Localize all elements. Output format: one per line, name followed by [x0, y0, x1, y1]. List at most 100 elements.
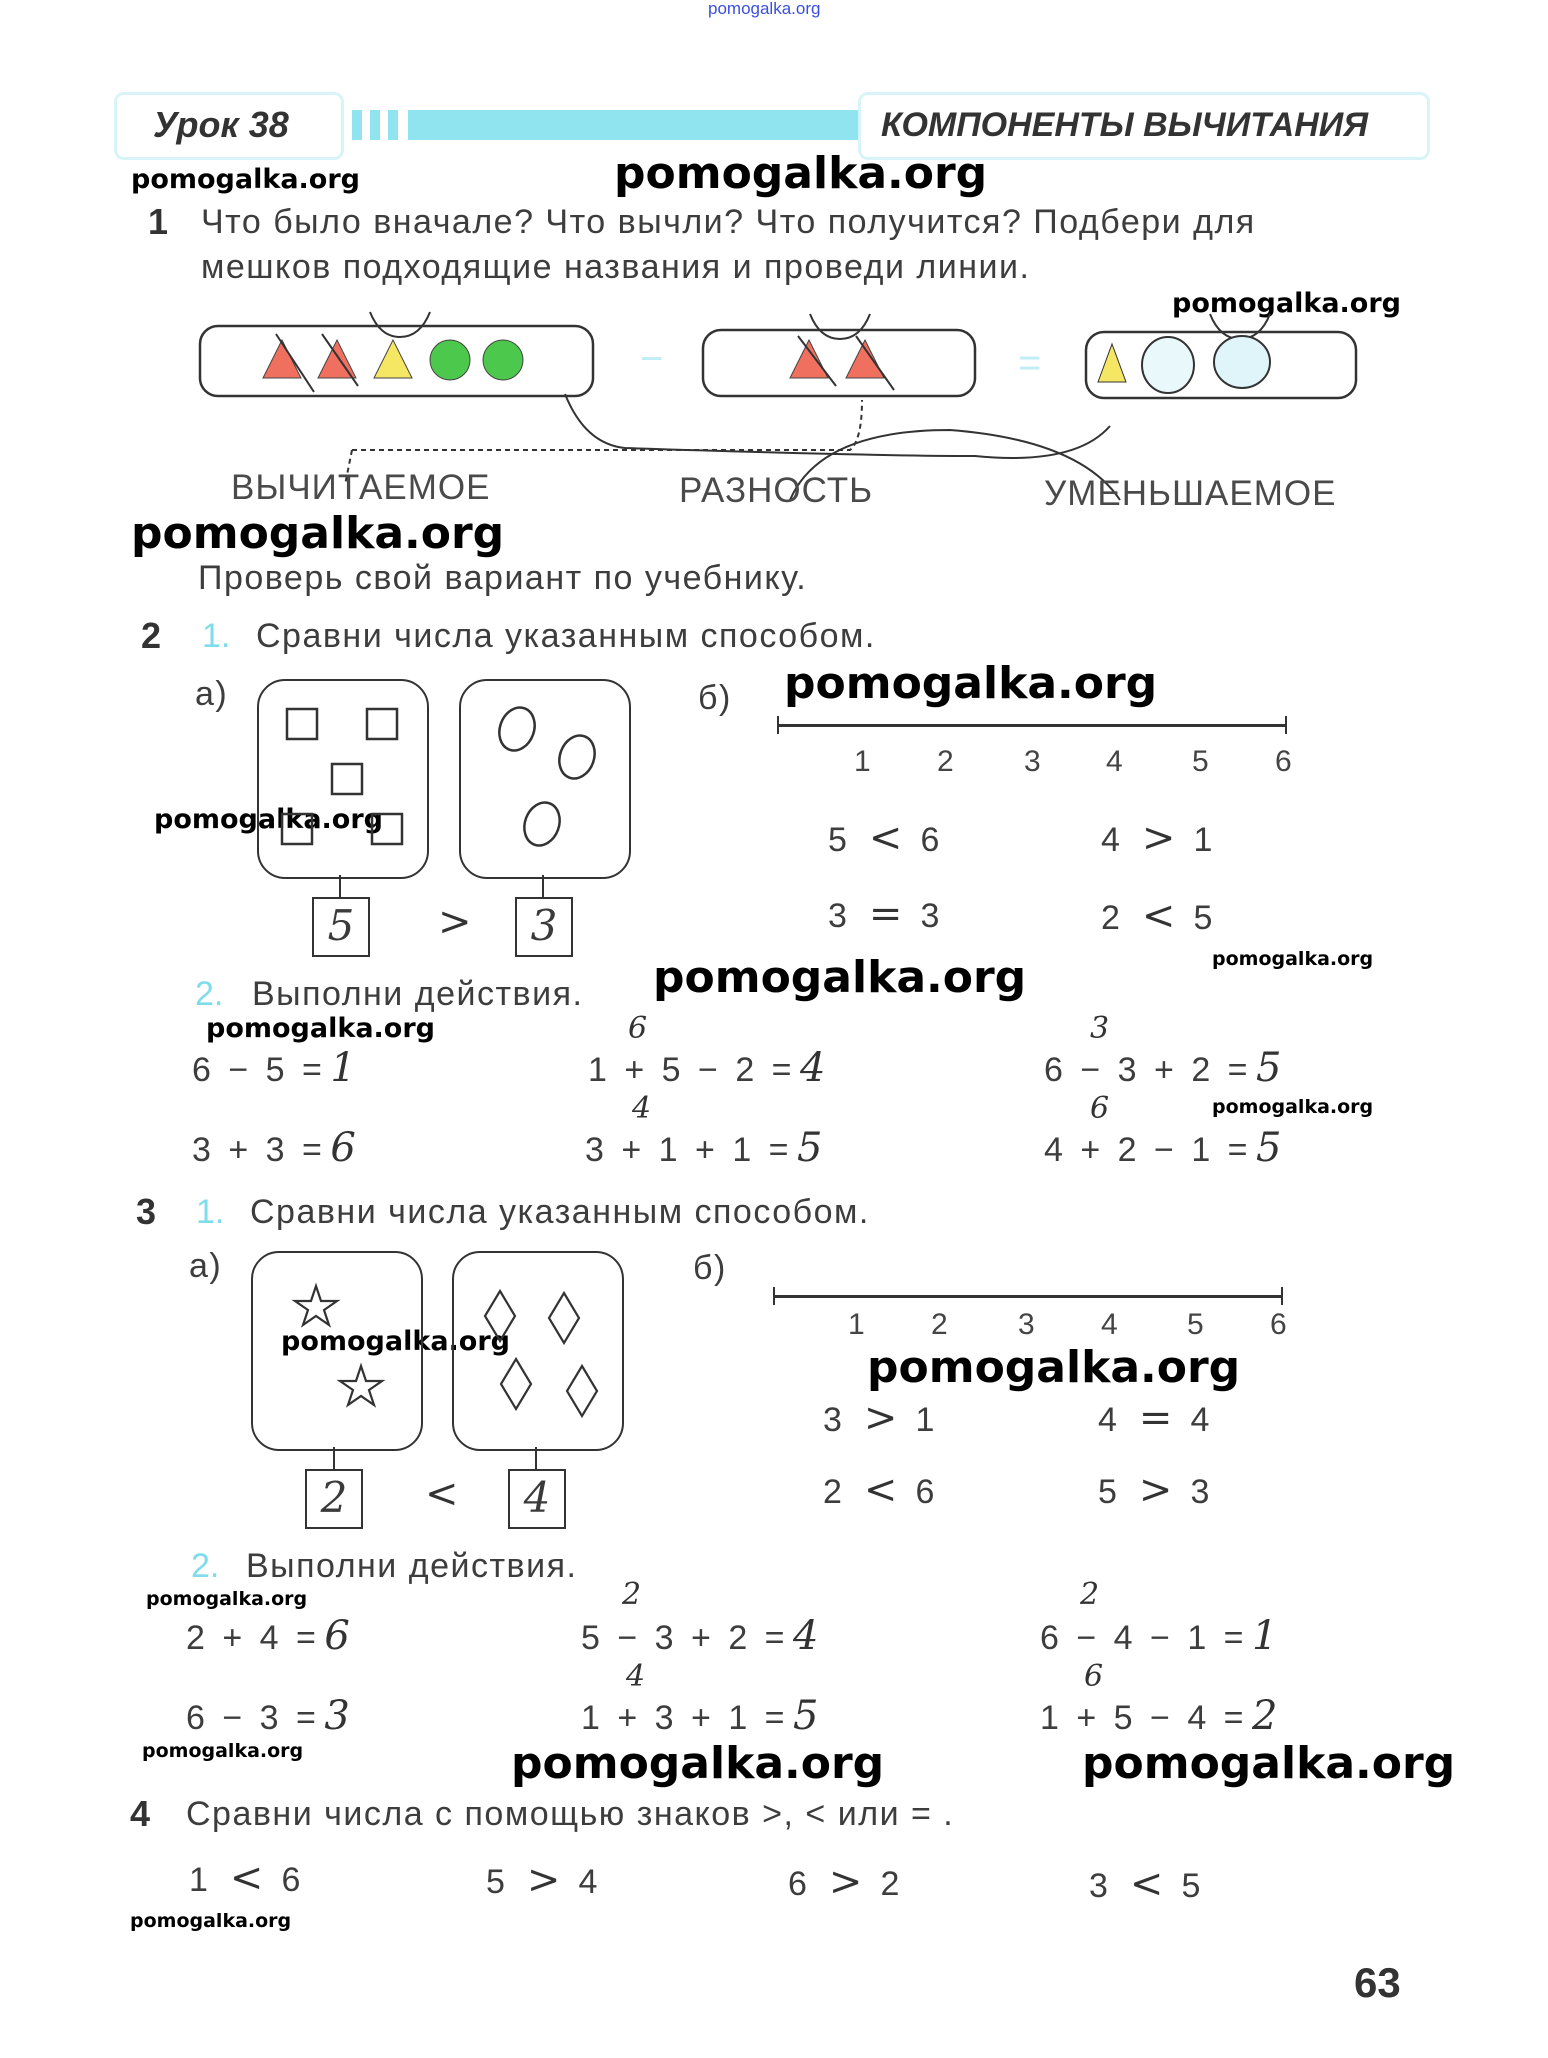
compare-sign[interactable]: >	[863, 1395, 898, 1441]
watermark: pomogalka.org	[281, 1326, 510, 1357]
diamond-icon	[547, 1290, 581, 1346]
compare-sign[interactable]: <	[1129, 1861, 1164, 1907]
compare-sign[interactable]: <	[229, 1855, 264, 1901]
task-text: Сравни числа указанным способом.	[250, 1193, 870, 1231]
count-right-box[interactable]: 3	[515, 897, 573, 957]
count-right-box[interactable]: 4	[508, 1469, 566, 1529]
expression: 1 + 5 − 2 = 4	[588, 1045, 826, 1091]
square-icon	[285, 707, 319, 741]
header-stripes	[388, 110, 398, 140]
watermark: pomogalka.org	[1212, 948, 1374, 970]
compare-sign[interactable]: >	[438, 899, 472, 945]
watermark: pomogalka.org	[867, 1342, 1241, 1393]
compare-sign[interactable]: =	[868, 891, 903, 937]
subtask-number: 2.	[191, 1547, 220, 1585]
label-subtrahend[interactable]: ВЫЧИТАЕМОЕ	[231, 468, 491, 507]
part-a-label: а)	[195, 675, 229, 713]
expression: 6 − 3 = 3	[186, 1693, 350, 1739]
lesson-header: Урок 38 КОМПОНЕНТЫ ВЫЧИТАНИЯ	[110, 92, 1430, 160]
minus-sign: −	[640, 337, 663, 381]
comparison: 4>1	[1101, 815, 1217, 861]
compare-sign[interactable]: <	[863, 1467, 898, 1513]
answer[interactable]: 6	[324, 1613, 350, 1659]
watermark: pomogalka.org	[142, 1740, 304, 1762]
watermark: pomogalka.org	[206, 1013, 435, 1044]
square-icon	[365, 707, 399, 741]
tick-label: 5	[1192, 745, 1209, 778]
task-text: Выполни действия.	[252, 975, 584, 1013]
expression: 3 + 1 + 1 = 5	[585, 1125, 823, 1171]
page-number: 63	[1354, 1959, 1401, 2006]
stars-box	[251, 1251, 423, 1451]
answer[interactable]: 5	[1255, 1125, 1282, 1171]
comparison: 3>1	[823, 1395, 939, 1441]
oval-icon	[523, 801, 561, 847]
number-line	[773, 1295, 1283, 1298]
task-text: Сравни числа с помощью знаков >, < или =…	[186, 1795, 955, 1833]
square-icon	[330, 762, 364, 796]
intermediate-result: 2	[622, 1577, 642, 1612]
watermark: pomogalka.org	[1082, 1738, 1456, 1789]
task-number: 2	[141, 615, 162, 656]
compare-sign[interactable]: >	[526, 1857, 561, 1903]
task-text: Что было вначале? Что вычли? Что получит…	[201, 203, 1256, 241]
intermediate-result: 6	[1084, 1659, 1104, 1694]
compare-sign[interactable]: >	[828, 1859, 863, 1905]
comparison: 5>3	[1098, 1467, 1214, 1513]
compare-sign[interactable]: >	[1138, 1467, 1173, 1513]
answer[interactable]: 5	[1255, 1045, 1282, 1091]
watermark: pomogalka.org	[146, 1588, 308, 1610]
answer[interactable]: 1	[330, 1045, 356, 1091]
tick-label: 2	[937, 745, 954, 778]
answer[interactable]: 3	[324, 1693, 350, 1739]
answer[interactable]: 2	[1251, 1693, 1278, 1739]
count-left-box[interactable]: 5	[312, 897, 370, 957]
tick-label: 6	[1270, 1308, 1287, 1341]
watermark: pomogalka.org	[784, 658, 1158, 709]
compare-sign[interactable]: <	[1141, 893, 1176, 939]
watermark-top[interactable]: pomogalka.org	[708, 0, 821, 18]
comparison: 5<6	[828, 815, 944, 861]
intermediate-result: 6	[628, 1011, 648, 1046]
oval-icon	[558, 734, 596, 780]
bag-subtrahend	[701, 313, 977, 398]
header-stripes	[370, 110, 380, 140]
compare-sign[interactable]: <	[425, 1471, 459, 1517]
diamond-icon	[565, 1363, 599, 1419]
watermark: pomogalka.org	[511, 1738, 885, 1789]
bags-diagram: − =	[198, 311, 1358, 501]
tick-label: 6	[1275, 745, 1292, 778]
label-minuend[interactable]: УМЕНЬШАЕМОЕ	[1044, 474, 1337, 513]
task-text: Сравни числа указанным способом.	[256, 617, 876, 655]
answer[interactable]: 5	[792, 1693, 819, 1739]
watermark: pomogalka.org	[131, 164, 360, 195]
count-left-box[interactable]: 2	[305, 1469, 363, 1529]
task-text: Выполни действия.	[246, 1547, 578, 1585]
answer[interactable]: 6	[330, 1125, 356, 1171]
intermediate-result: 6	[1090, 1091, 1110, 1126]
compare-sign[interactable]: =	[1138, 1395, 1173, 1441]
title-badge: КОМПОНЕНТЫ ВЫЧИТАНИЯ	[858, 92, 1430, 160]
task-number: 1	[148, 201, 169, 242]
tick-label: 5	[1187, 1308, 1204, 1341]
header-stripes	[352, 110, 362, 140]
comparison: 2<5	[1101, 893, 1217, 939]
number-line	[777, 724, 1287, 727]
answer[interactable]: 1	[1251, 1613, 1278, 1659]
connector	[339, 875, 341, 897]
answer[interactable]: 5	[796, 1125, 823, 1171]
intermediate-result: 4	[626, 1659, 646, 1694]
answer[interactable]: 4	[792, 1613, 819, 1659]
compare-sign[interactable]: >	[1141, 815, 1176, 861]
square-icon	[280, 812, 314, 846]
bag-minuend	[198, 311, 595, 398]
expression: 6 − 3 + 2 = 5	[1044, 1045, 1282, 1091]
part-b-label: б)	[698, 679, 732, 717]
tick-label: 2	[931, 1308, 948, 1341]
task-number: 3	[136, 1191, 157, 1232]
label-difference[interactable]: РАЗНОСТЬ	[679, 471, 874, 510]
compare-sign[interactable]: <	[868, 815, 903, 861]
comparison: 3<5	[1089, 1861, 1205, 1907]
answer[interactable]: 4	[799, 1045, 826, 1091]
squares-box	[257, 679, 429, 879]
